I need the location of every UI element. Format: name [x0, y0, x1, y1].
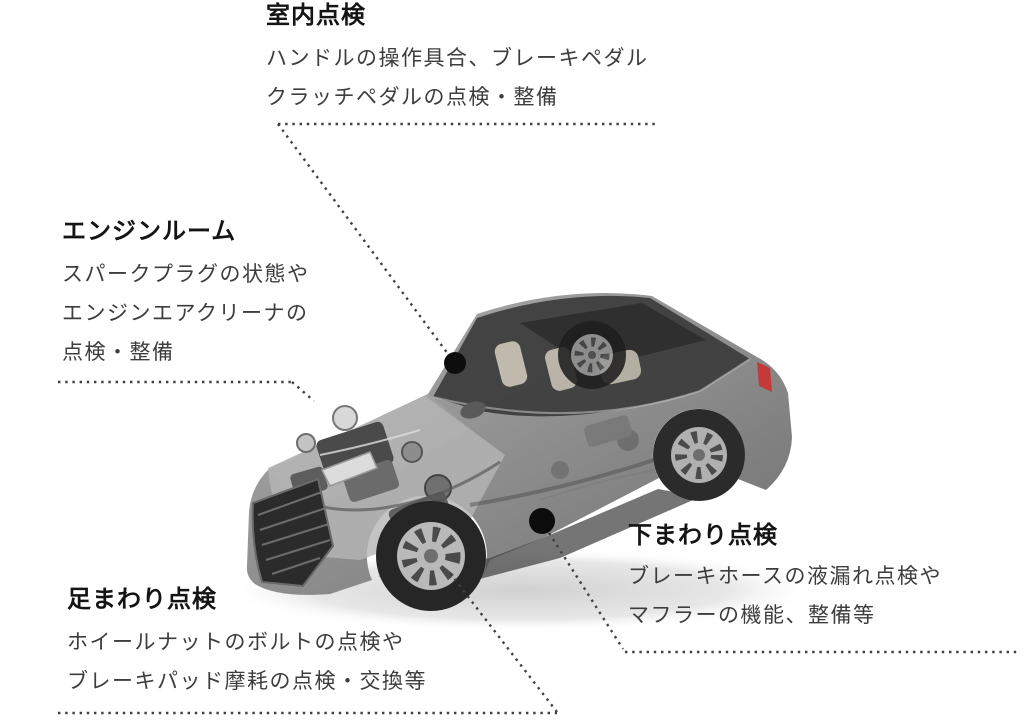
callout-under-body: ブレーキホースの液漏れ点検や マフラーの機能、整備等 — [628, 557, 942, 635]
callout-engine-line: 点検・整備 — [62, 341, 175, 364]
ground-shadow — [220, 548, 820, 632]
connector-interior-diagonal — [277, 123, 449, 355]
drivetrain-detail — [469, 415, 661, 507]
front-grille — [251, 477, 335, 588]
rear-wheel — [653, 409, 745, 501]
ghost-rear-wheel — [558, 321, 626, 389]
callout-engine-line: スパークプラグの状態や — [62, 263, 310, 286]
connector-engine-diagonal — [291, 381, 315, 402]
callout-engine-line: エンジンエアクリーナの — [62, 302, 309, 325]
front-wheel — [376, 501, 486, 611]
callout-engine-room: エンジンルーム スパークプラグの状態や エンジンエアクリーナの 点検・整備 — [62, 217, 310, 372]
callout-under-line: ブレーキホースの液漏れ点検や — [628, 565, 942, 588]
headlight — [320, 451, 379, 487]
marker-dot-interior — [444, 352, 466, 374]
callout-engine-body: スパークプラグの状態や エンジンエアクリーナの 点検・整備 — [62, 255, 310, 372]
callout-engine-title: エンジンルーム — [62, 218, 237, 245]
callout-foot-line: ホイールナットのボルトの点検や — [67, 631, 405, 654]
callout-foot-body: ホイールナットのボルトの点検や ブレーキパッド摩耗の点検・交換等 — [67, 623, 427, 701]
callout-interior-line: クラッチペダルの点検・整備 — [266, 86, 559, 109]
connector-underbody-diagonal — [547, 532, 625, 650]
callout-under-title: 下まわり点検 — [628, 522, 778, 549]
callout-foot-line: ブレーキパッド摩耗の点検・交換等 — [67, 670, 427, 693]
taillight — [757, 362, 772, 392]
connector-foot-diagonal — [448, 571, 558, 713]
callout-interior-line: ハンドルの操作具合、ブレーキペダル — [266, 47, 649, 70]
callout-foot-title: 足まわり点検 — [67, 586, 217, 613]
marker-dot-underbody — [529, 508, 555, 534]
callout-foot-area-inspection: 足まわり点検 ホイールナットのボルトの点検や ブレーキパッド摩耗の点検・交換等 — [67, 585, 427, 701]
callout-interior-body: ハンドルの操作具合、ブレーキペダル クラッチペダルの点検・整備 — [266, 39, 649, 117]
callout-interior-inspection: 室内点検 ハンドルの操作具合、ブレーキペダル クラッチペダルの点検・整備 — [266, 1, 649, 117]
callout-interior-title: 室内点検 — [266, 2, 366, 29]
door-mirror — [460, 401, 486, 419]
callout-underbody-inspection: 下まわり点検 ブレーキホースの液漏れ点検や マフラーの機能、整備等 — [628, 521, 942, 635]
callout-under-line: マフラーの機能、整備等 — [628, 604, 876, 627]
